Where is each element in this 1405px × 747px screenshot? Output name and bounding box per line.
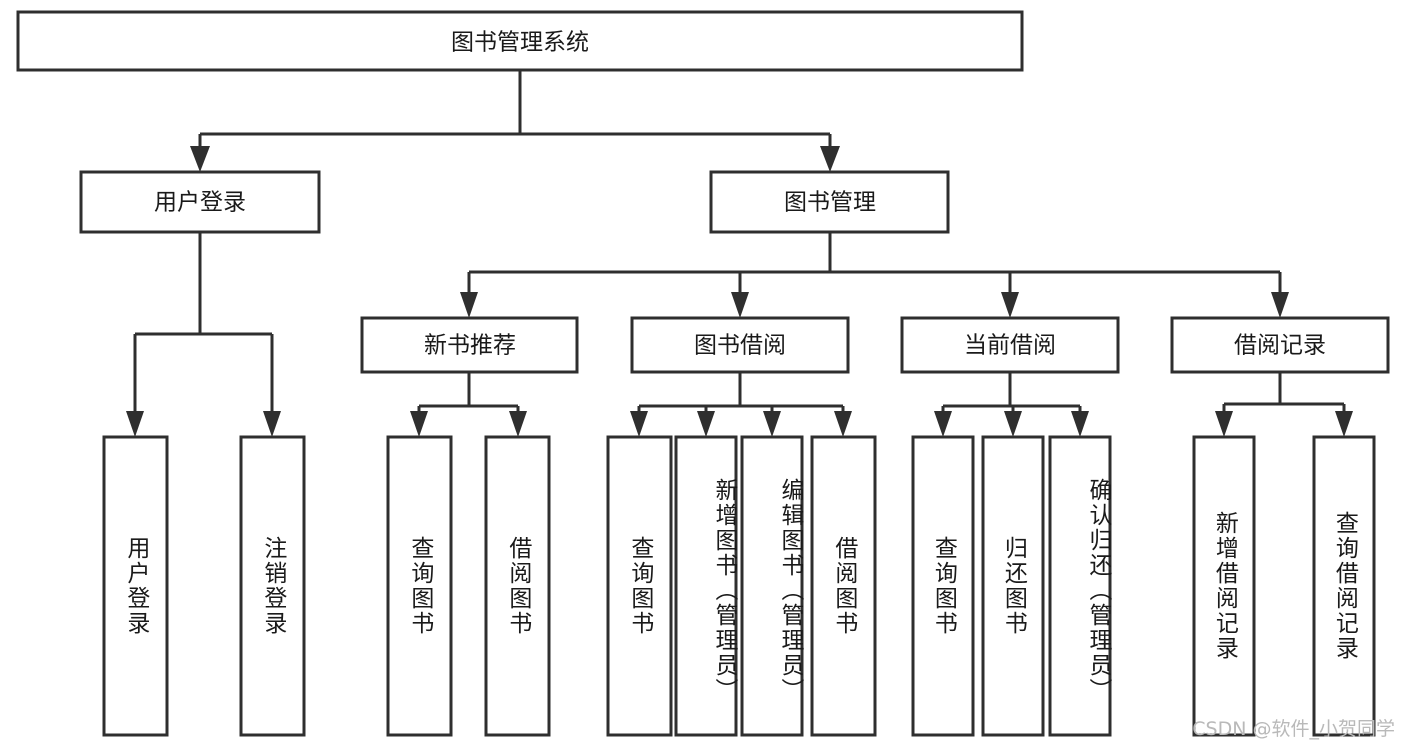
node-label-root: 图书管理系统 [451, 30, 589, 56]
node-box-current-borrow[interactable] [900, 316, 1120, 374]
arrow-head-user-logout [263, 411, 281, 437]
node-box-add-book-admin[interactable] [674, 435, 738, 737]
node-box-confirm-return-admin[interactable] [1048, 435, 1112, 737]
node-box-edit-book-admin[interactable] [740, 435, 804, 737]
node-label-user-login: 用户登录 [154, 190, 246, 216]
arrow-head-query-book-3 [934, 411, 952, 437]
arrow-head-current-borrow [1001, 292, 1019, 318]
node-box-user-logout[interactable] [239, 435, 306, 737]
arrow-head-borrow-records [1271, 292, 1289, 318]
arrow-head-query-borrow-record [1335, 411, 1353, 437]
arrow-head-query-book-1 [410, 411, 428, 437]
arrow-head-add-book-admin [697, 411, 715, 437]
node-box-new-book-recommend[interactable] [360, 316, 579, 374]
node-label-borrow-records: 借阅记录 [1234, 333, 1326, 359]
node-box-query-borrow-record[interactable] [1312, 435, 1376, 737]
node-box-query-book-3[interactable] [911, 435, 975, 737]
node-box-borrow-book-1[interactable] [484, 435, 551, 737]
arrow-head-book-management [820, 146, 840, 172]
node-label-book-management: 图书管理 [784, 190, 876, 216]
node-label-book-borrow: 图书借阅 [694, 333, 786, 359]
node-box-borrow-records[interactable] [1170, 316, 1390, 374]
node-box-add-borrow-record[interactable] [1192, 435, 1256, 737]
arrow-head-query-book-2 [630, 411, 648, 437]
node-label-new-book-recommend: 新书推荐 [424, 333, 516, 359]
node-box-query-book-1[interactable] [386, 435, 453, 737]
arrow-head-new-book-recommend [460, 292, 478, 318]
node-box-query-book-2[interactable] [606, 435, 673, 737]
nodes-group: 图书管理系统 用户登录 图书管理 新书推荐 图书借阅 当前借阅 借阅记录 [16, 10, 1390, 737]
node-box-root[interactable] [16, 10, 1024, 72]
node-box-borrow-book-2[interactable] [810, 435, 877, 737]
node-box-user-login[interactable] [79, 170, 321, 234]
arrow-head-edit-book-admin [763, 411, 781, 437]
arrow-head-borrow-book-1 [509, 411, 527, 437]
node-box-book-management[interactable] [709, 170, 950, 234]
node-box-user-login-do[interactable] [102, 435, 169, 737]
arrow-head-user-login [190, 146, 210, 172]
connectors-group [126, 70, 1353, 437]
arrow-head-book-borrow [731, 292, 749, 318]
node-label-current-borrow: 当前借阅 [964, 333, 1056, 359]
node-box-book-borrow[interactable] [630, 316, 850, 374]
arrow-head-user-login-do [126, 411, 144, 437]
watermark-text: CSDN @软件_小贺同学 [1192, 718, 1395, 740]
arrow-head-return-book [1004, 411, 1022, 437]
node-box-return-book[interactable] [981, 435, 1045, 737]
arrow-head-confirm-return-admin [1071, 411, 1089, 437]
arrow-head-borrow-book-2 [834, 411, 852, 437]
arrow-head-add-borrow-record [1215, 411, 1233, 437]
